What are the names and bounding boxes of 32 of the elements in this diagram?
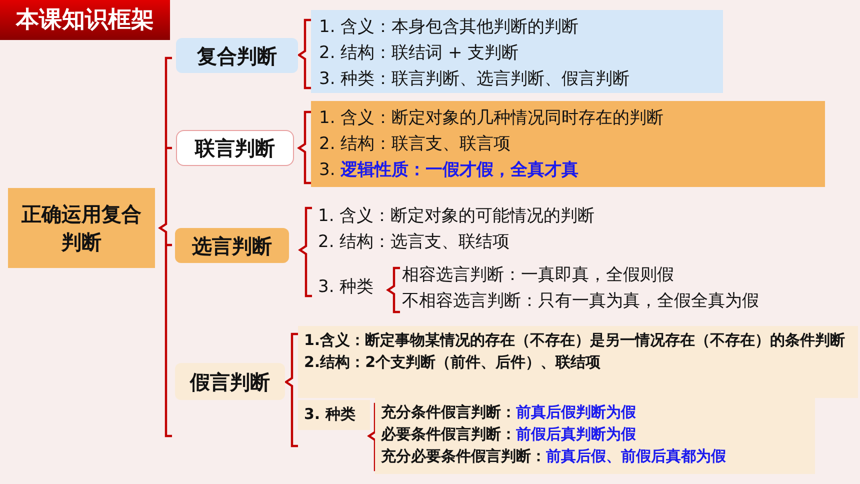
content-box (298, 326, 858, 398)
category-box (175, 363, 285, 400)
content-box (375, 398, 815, 474)
category-label: 选言判断 (192, 232, 272, 258)
text-line: 3. 种类：联言判断、选言判断、假言判断 (319, 68, 631, 91)
content-box (311, 10, 723, 93)
title-banner: 本课知识框架 (0, 0, 170, 40)
text-line: 3. 逻辑性质：一假才假，全真才真 (319, 159, 580, 182)
category-label: 联言判断 (195, 135, 275, 161)
text-line: 3. 种类 (304, 404, 356, 425)
root-label: 正确运用复合判断 (20, 201, 142, 256)
content-box (311, 101, 825, 187)
text-line: 相容选言判断：一真即真，全假则假 (402, 264, 675, 287)
text-line: 1. 含义：本身包含其他判断的判断 (319, 16, 580, 39)
category-label: 假言判断 (190, 368, 270, 394)
category-box (176, 38, 298, 73)
text-line: 充分必要条件假言判断：前真后假、前假后真都为假 (381, 446, 727, 467)
text-line: 2. 结构：联言支、联言项 (319, 133, 512, 156)
text-line: 1.含义：断定事物某情况的存在（不存在）是另一情况存在（不存在）的条件判断 (304, 330, 846, 351)
root-box (8, 188, 155, 268)
category-box (175, 228, 289, 263)
text-line: 必要条件假言判断：前假后真判断为假 (381, 424, 637, 445)
category-box (176, 130, 294, 166)
text-line: 2. 结构：选言支、联结项 (318, 231, 511, 254)
text-line: 1. 含义：断定对象的可能情况的判断 (318, 205, 596, 228)
category-label: 复合判断 (197, 42, 277, 68)
text-line: 不相容选言判断：只有一真为真，全假全真为假 (402, 290, 760, 313)
text-line: 2. 结构：联结词 + 支判断 (319, 42, 520, 65)
text-line: 1. 含义：断定对象的几种情况同时存在的判断 (319, 107, 665, 130)
text-line: 2.结构：2个支判断（前件、后件）、联结项 (304, 352, 602, 373)
text-line: 充分条件假言判断：前真后假判断为假 (381, 402, 637, 423)
text-line: 3. 种类 (318, 276, 375, 299)
